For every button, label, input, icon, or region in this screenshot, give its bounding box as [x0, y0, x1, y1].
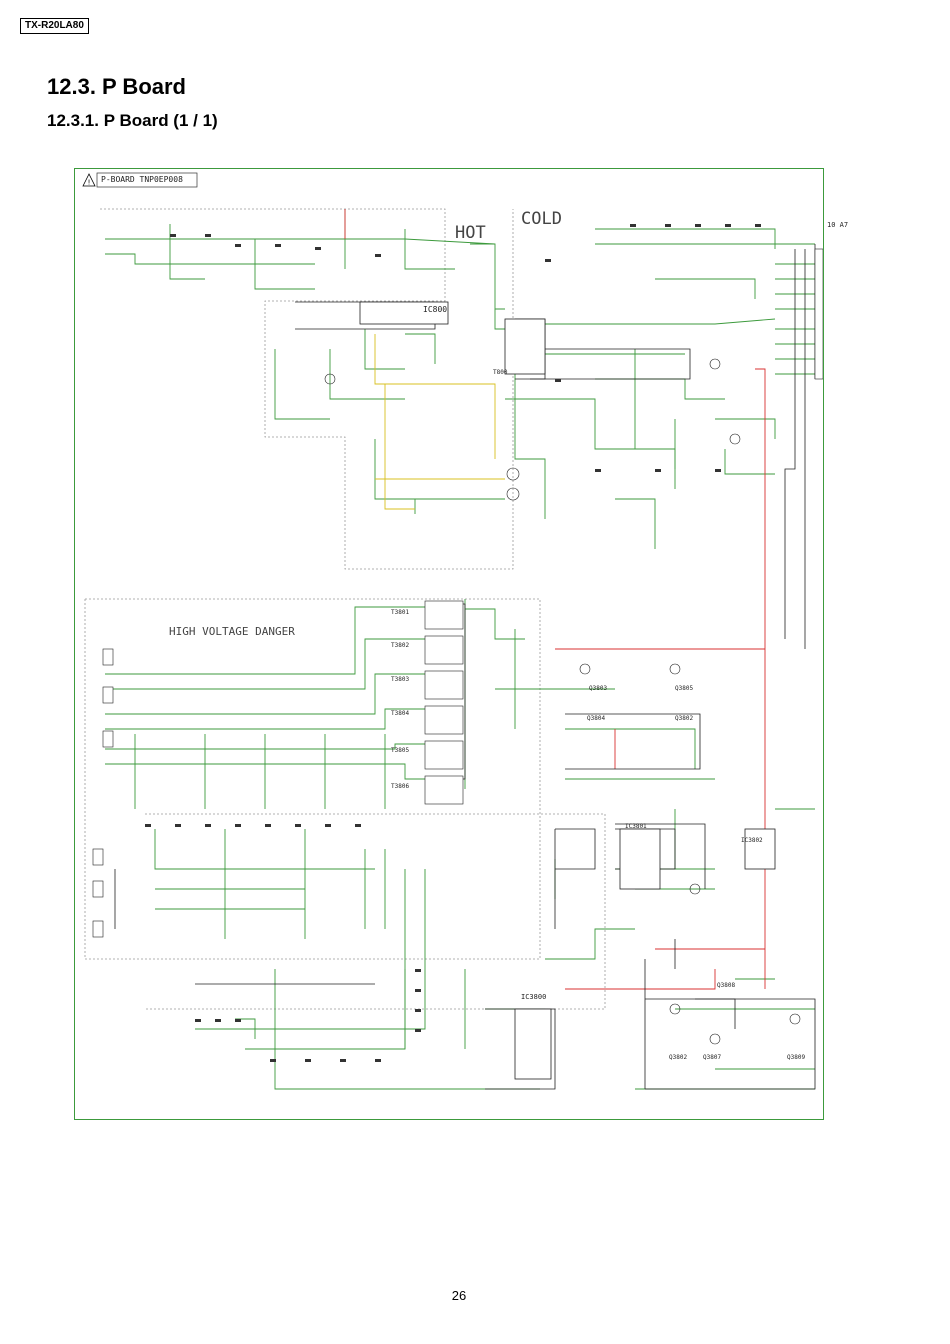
t3801-label: T3801	[391, 609, 410, 616]
ic3802-label: IC3802	[741, 837, 763, 844]
connectors	[92, 248, 823, 938]
hot-zone-label: HOT	[455, 223, 486, 243]
warning-icon: !	[82, 173, 96, 187]
q3804-label: Q3804	[587, 715, 606, 722]
t3805-label: T3805	[391, 747, 410, 754]
schematic-sheet: !	[74, 168, 848, 1120]
board-label: P-BOARD TNP0EP008	[101, 175, 183, 184]
q3802-label: Q3802	[669, 1054, 688, 1061]
transistor-symbols	[324, 358, 801, 1045]
t800-label: T800	[493, 369, 508, 376]
section-title: 12.3. P Board	[47, 74, 186, 99]
q3805-label: Q3805	[675, 685, 694, 692]
yellow-traces	[374, 334, 505, 510]
ic-blocks	[359, 301, 776, 1080]
inverter-transformers	[424, 600, 464, 805]
ic3800-label: IC3800	[521, 993, 547, 1001]
svg-text:!: !	[88, 179, 91, 187]
q3803-label: Q3803	[589, 685, 608, 692]
t3802-label: T3802	[391, 642, 410, 649]
black-traces	[114, 244, 816, 1090]
t3806-label: T3806	[391, 783, 410, 790]
green-traces	[105, 209, 820, 1090]
schematic-drawing: !	[82, 172, 823, 1090]
q3809-label: Q3809	[787, 1054, 806, 1061]
danger-zone-label: HIGH VOLTAGE DANGER	[169, 625, 295, 638]
ic800-label: IC800	[423, 305, 448, 314]
model-tag: TX-R20LA80	[20, 18, 89, 34]
q3807-label: Q3807	[703, 1054, 722, 1061]
q3808-label: Q3808	[717, 982, 736, 989]
zone-boundaries	[84, 208, 606, 1010]
fuse-label: 10 A7	[827, 221, 849, 229]
page-number: 26	[451, 1288, 467, 1303]
q3802-top-label: Q3802	[675, 715, 694, 722]
red-traces	[344, 209, 766, 990]
section-subtitle: 12.3.1. P Board (1 / 1)	[47, 111, 218, 130]
component-markers	[145, 224, 761, 1062]
cold-zone-label: COLD	[521, 209, 562, 229]
t3803-label: T3803	[391, 676, 410, 683]
t3804-label: T3804	[391, 710, 410, 717]
ic3801-label: IC3801	[625, 823, 647, 830]
